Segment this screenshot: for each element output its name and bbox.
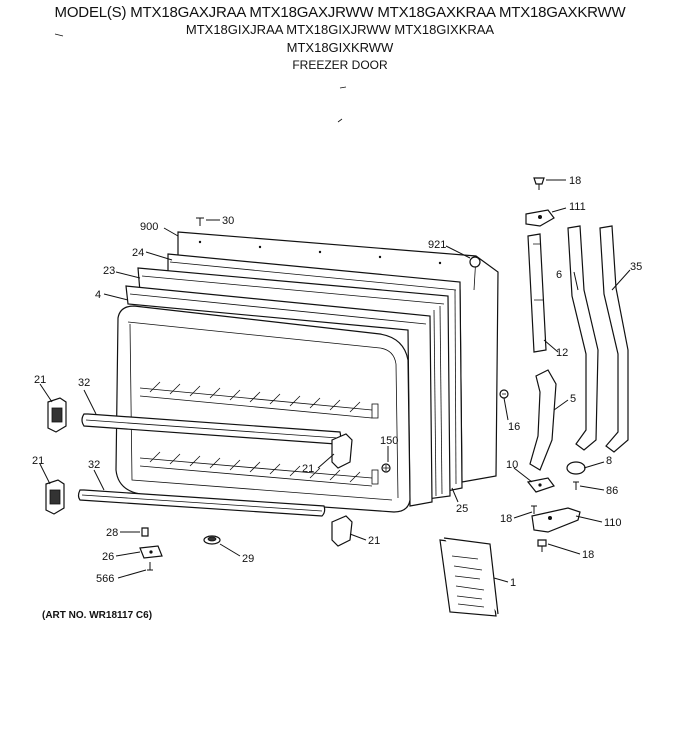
callout-35: 35	[630, 261, 642, 273]
bracket-26	[139, 545, 163, 559]
callout-16: 16	[508, 421, 520, 433]
door-seal-strip-35	[599, 225, 629, 453]
callout-921: 921	[428, 239, 446, 251]
callout-4: 4	[95, 289, 101, 301]
plug-921	[469, 256, 481, 268]
screw-30	[196, 217, 204, 226]
models-line-2: MTX18GIXJRAA MTX18GIXJRWW MTX18GIXKRAA	[185, 22, 495, 37]
callout-5: 5	[570, 393, 576, 405]
shelf-end-cap-left-lower	[45, 479, 65, 515]
callout-28: 28	[106, 527, 118, 539]
cam-8	[566, 461, 586, 475]
callout-21-right-lower: 21	[368, 535, 380, 547]
callout-25: 25	[456, 503, 468, 515]
speck	[337, 118, 343, 123]
bottom-hinge-110	[531, 507, 581, 533]
callout-18-bottom: 18	[582, 549, 594, 561]
callout-6: 6	[556, 269, 562, 281]
callout-86: 86	[606, 485, 618, 497]
hinge-channel-12	[527, 233, 547, 353]
callout-29: 29	[242, 553, 254, 565]
callout-111: 111	[569, 201, 586, 213]
callout-18: 18	[569, 175, 581, 187]
hinge-arm-5	[529, 369, 557, 471]
screw-18-mid	[531, 505, 537, 514]
screw-16	[499, 389, 509, 399]
door-liner-frame	[125, 285, 433, 507]
screw-150	[381, 463, 391, 473]
door-seal-strip-6	[567, 225, 599, 451]
screw-86	[573, 481, 579, 490]
callout-21-right-upper: 21	[302, 463, 314, 475]
callout-110: 110	[604, 517, 622, 529]
hinge-block-10	[526, 477, 555, 493]
plug-29	[203, 535, 221, 545]
plug-28	[141, 527, 149, 537]
callout-18-mid: 18	[500, 513, 512, 525]
callout-10: 10	[506, 459, 518, 471]
callout-8: 8	[606, 455, 612, 467]
callout-32-lower: 32	[88, 459, 100, 471]
callout-30: 30	[222, 215, 234, 227]
shelf-end-cap-right-upper	[331, 433, 353, 469]
callout-566: 566	[96, 573, 114, 585]
leader-lines	[39, 179, 631, 583]
hinge-cap-111	[525, 209, 555, 227]
speck	[54, 33, 64, 37]
screw-566	[147, 562, 153, 571]
callout-21-left-lower: 21	[32, 455, 44, 467]
callout-900: 900	[140, 221, 158, 233]
models-line-1: MODEL(S) MTX18GAXJRAA MTX18GAXJRWW MTX18…	[54, 4, 626, 21]
screw-18-top	[533, 177, 545, 190]
callout-150: 150	[380, 435, 398, 447]
callout-24: 24	[132, 247, 144, 259]
shelf-end-cap-left-upper	[47, 397, 67, 433]
callout-1: 1	[510, 577, 516, 589]
callout-12: 12	[556, 347, 568, 359]
callout-32: 32	[78, 377, 90, 389]
models-line-3: MTX18GIXKRWW	[286, 40, 394, 55]
callout-21: 21	[34, 374, 46, 386]
door-liner	[115, 305, 411, 513]
speck	[339, 86, 347, 89]
section-title: FREEZER DOOR	[292, 58, 388, 72]
owner-literature-booklet	[439, 537, 499, 617]
callout-26: 26	[102, 551, 114, 563]
shelf-bar-lower	[77, 489, 326, 517]
screw-18-bottom	[537, 539, 547, 552]
callout-23: 23	[103, 265, 115, 277]
shelf-end-cap-right-lower	[331, 515, 353, 547]
art-number: (ART NO. WR18117 C6)	[42, 610, 153, 621]
